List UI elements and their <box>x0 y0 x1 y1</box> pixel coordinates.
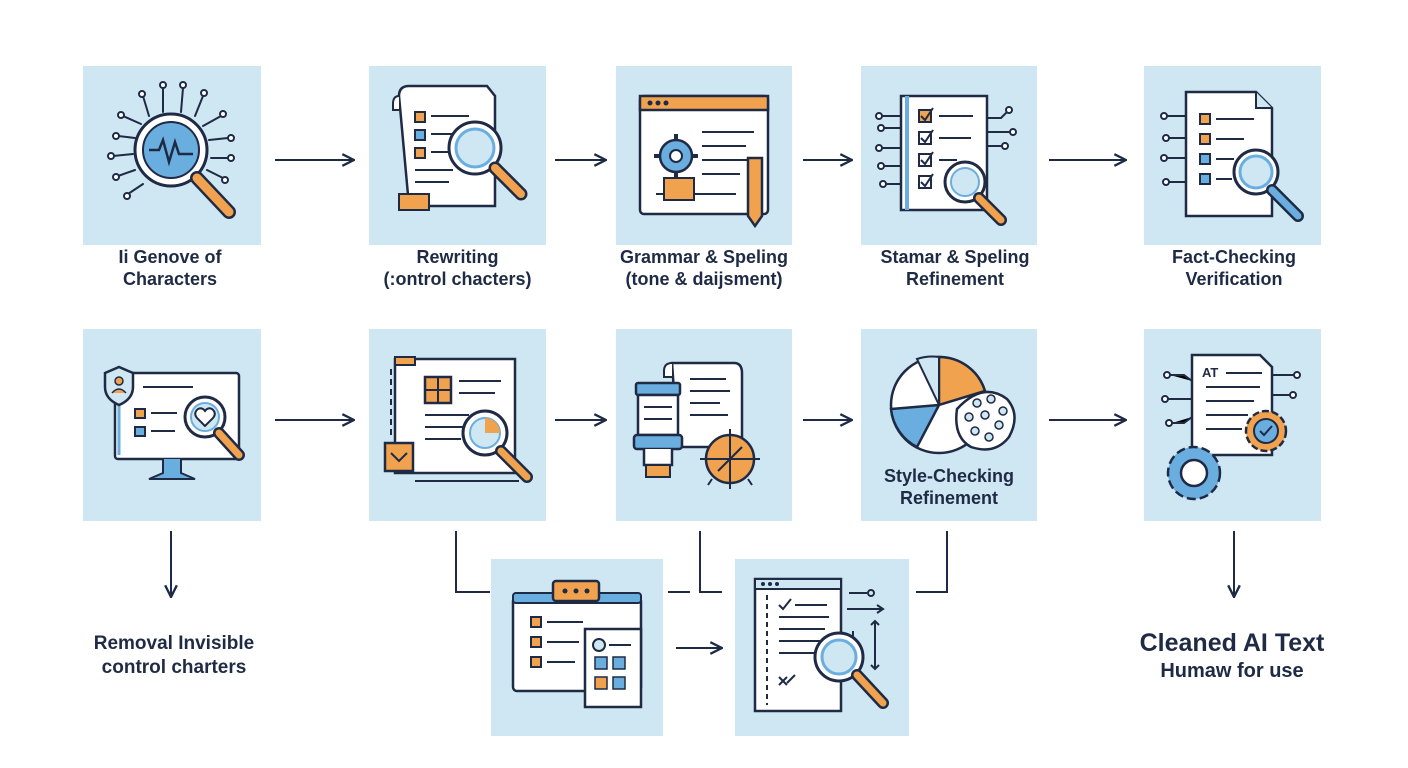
step-1-line2: Characters <box>122 269 218 289</box>
document-badge-text: AT <box>1202 365 1218 380</box>
document-checklist-magnifier-icon <box>1160 90 1304 222</box>
cleaned-title: Cleaned AI Text <box>1139 629 1325 657</box>
removal-line2: control charters <box>101 657 247 678</box>
step-4-label: Stamar & Speling Refinement <box>845 246 1065 290</box>
step-9-line1: Style-Checking <box>883 466 1015 486</box>
monitor-shield-heart-icon <box>103 365 245 480</box>
step-tile-6 <box>83 329 261 521</box>
cleaned-subtitle: Humaw for use <box>1160 660 1304 682</box>
step-tile-10: AT <box>1144 329 1321 521</box>
step-3-line2: (tone & daijsment) <box>625 269 783 289</box>
step-9-label: Style-Checking Refinement <box>861 465 1037 509</box>
step-3-label: Grammar & Speling (tone & daijsment) <box>594 246 814 290</box>
step-5-line1: Fact-Checking <box>1171 247 1297 267</box>
step-tile-11 <box>491 559 663 736</box>
removal-line1: Removal Invisible <box>93 633 255 654</box>
step-2-line1: Rewriting <box>416 247 499 267</box>
browser-checklist-grid-icon <box>511 579 643 709</box>
step-3-line1: Grammar & Speling <box>619 247 789 267</box>
step-tile-1 <box>83 66 261 245</box>
step-5-line2: Verification <box>1185 269 1283 289</box>
step-tile-9: Style-Checking Refinement <box>861 329 1037 521</box>
brain-circuit-magnifier-icon <box>107 81 236 219</box>
step-2-label: Rewriting (:ontrol chacters) <box>355 246 560 290</box>
step-tile-12 <box>735 559 909 736</box>
step-1-line1: Ii Genove of <box>118 247 222 267</box>
step-2-line2: (:ontrol chacters) <box>383 269 532 289</box>
checklist-magnifier-icon <box>875 94 1017 226</box>
step-tile-4 <box>861 66 1037 245</box>
removal-label: Removal Invisible control charters <box>60 632 288 680</box>
pie-chart-palette-icon <box>889 355 1016 455</box>
step-5-label: Fact-Checking Verification <box>1124 246 1344 290</box>
bracket-7 <box>455 531 490 593</box>
document-gears-icon: AT <box>1161 353 1301 501</box>
cleaned-label: Cleaned AI Text Humaw for use <box>1110 628 1354 684</box>
document-scroll-magnifier-icon <box>392 84 528 211</box>
scroll-chip-gauge-icon <box>632 361 760 489</box>
bracket-9 <box>916 531 948 593</box>
document-checkmark-magnifier-icon <box>753 577 889 713</box>
bracket-8 <box>699 531 722 593</box>
step-tile-2 <box>369 66 546 245</box>
layout-document-magnifier-icon <box>383 356 533 483</box>
step-tile-7 <box>369 329 546 521</box>
step-4-line2: Refinement <box>905 269 1004 289</box>
step-tile-8 <box>616 329 792 521</box>
step-tile-3 <box>616 66 792 245</box>
step-1-label: Ii Genove of Characters <box>70 246 270 290</box>
step-4-line1: Stamar & Speling <box>880 247 1030 267</box>
step-9-line2: Refinement <box>899 488 998 508</box>
browser-gear-pencil-icon <box>638 94 770 229</box>
step-tile-5 <box>1144 66 1321 245</box>
